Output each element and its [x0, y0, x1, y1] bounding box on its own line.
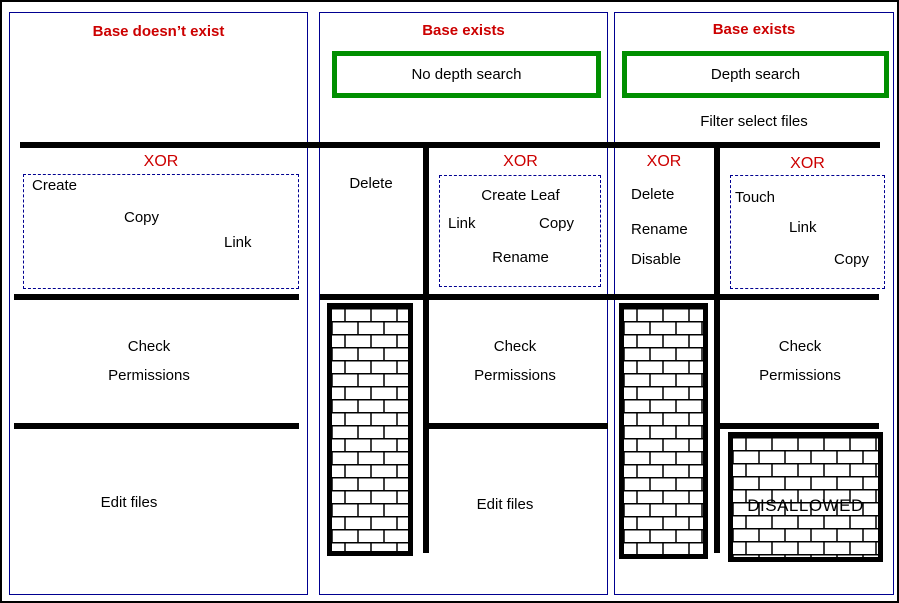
option-delete-middle: Delete: [349, 175, 393, 192]
options-box-right: [730, 175, 885, 289]
mode-box-depth-search: Depth search: [622, 51, 889, 98]
xor-label-right-sub1: XOR: [646, 153, 682, 170]
column-base-not-exist: [9, 12, 308, 595]
option-link-left: Link: [224, 234, 252, 251]
options-box-left: [23, 174, 299, 289]
title-base-not-exist: Base doesn’t exist: [92, 23, 225, 40]
mode-label-no-depth-search: No depth search: [411, 66, 522, 83]
option-copy-right: Copy: [834, 251, 870, 268]
option-disable-right: Disable: [631, 251, 682, 268]
divider-right-column: [714, 147, 720, 553]
edit-files-middle: Edit files: [476, 496, 534, 513]
column-base-exists-nodepth: [319, 12, 608, 595]
option-rename-middle: Rename: [492, 249, 549, 266]
separator-line-bottom-middle: [423, 423, 608, 429]
divider-middle-column: [423, 147, 429, 553]
separator-line-mid-left: [14, 294, 299, 300]
edit-files-left: Edit files: [100, 494, 158, 511]
mode-label-depth-search: Depth search: [710, 66, 801, 83]
disallowed-label: DISALLOWED: [747, 496, 864, 515]
option-link-middle: Link: [448, 215, 476, 232]
disallowed-brick-box: [728, 432, 883, 562]
option-link-right: Link: [789, 219, 817, 236]
title-base-exists-depth: Base exists: [712, 21, 796, 38]
option-create-leaf: Create Leaf: [481, 187, 560, 204]
separator-line-mid-right: [320, 294, 879, 300]
column-base-exists-depth: [614, 12, 894, 595]
separator-line-bottom-right: [714, 423, 879, 429]
separator-line-bottom-left: [14, 423, 299, 429]
brick-wall-right-column: [619, 303, 708, 559]
option-copy-middle: Copy: [539, 215, 575, 232]
xor-label-left: XOR: [143, 153, 179, 170]
options-box-middle: [439, 175, 601, 287]
mode-box-no-depth-search: No depth search: [332, 51, 601, 98]
check-permissions-right: Check Permissions: [759, 338, 841, 384]
xor-label-right-sub2: XOR: [790, 155, 825, 172]
check-permissions-middle: Check Permissions: [474, 338, 556, 384]
option-rename-right: Rename: [631, 221, 688, 238]
brick-wall-middle-column: [327, 303, 413, 556]
option-delete-right: Delete: [631, 186, 675, 203]
option-touch-right: Touch: [735, 189, 776, 206]
filter-select-files-label: Filter select files: [700, 113, 808, 130]
xor-label-middle: XOR: [503, 153, 538, 170]
option-copy-left: Copy: [124, 209, 160, 226]
title-base-exists-nodepth: Base exists: [422, 22, 505, 39]
check-permissions-left: Check Permissions: [108, 338, 190, 384]
option-create: Create: [32, 177, 78, 194]
separator-line-top: [20, 142, 880, 148]
